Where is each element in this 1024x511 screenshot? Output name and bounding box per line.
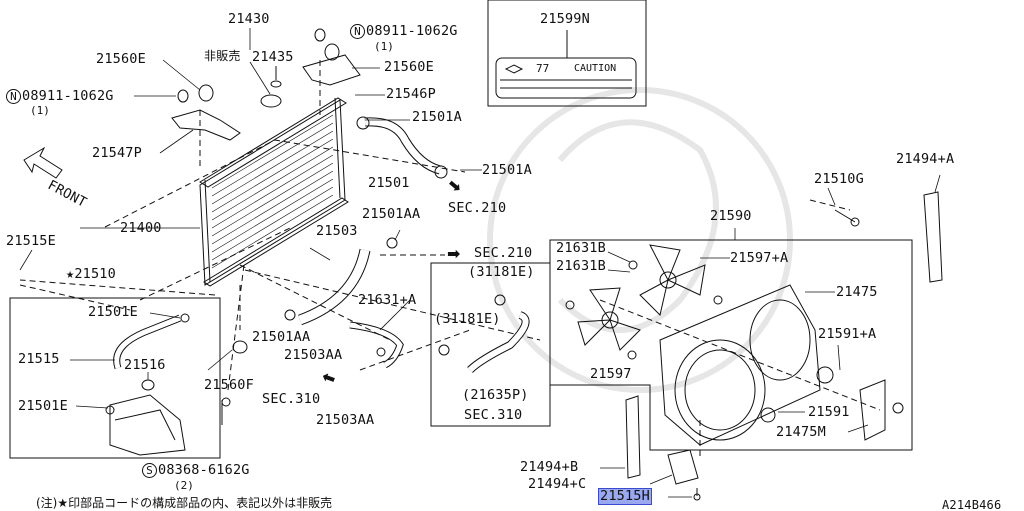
label-21501AA-upper: 21501AA (362, 206, 421, 222)
label-21475: 21475 (836, 284, 878, 300)
label-21435: 21435 (252, 49, 294, 65)
label-21560F: 21560F (204, 377, 254, 393)
label-08911-left-qty: (1) (30, 104, 50, 117)
label-sec210-lower: SEC.210 (474, 245, 533, 261)
label-21560E-left: 21560E (96, 51, 146, 67)
fan-blade-upper (639, 244, 706, 316)
label-sec210-upper: SEC.210 (448, 200, 507, 216)
label-21591A: 21591+A (818, 326, 877, 342)
front-arrow-icon (23, 146, 63, 179)
fan-blade-lower (577, 287, 641, 351)
circle-n-icon: N (6, 89, 21, 104)
label-21516: 21516 (124, 357, 166, 373)
label-21400: 21400 (120, 220, 162, 236)
label-sec310-box: SEC.310 (464, 407, 523, 423)
label-21435-not-for-sale: 非販売 (204, 49, 241, 63)
label-08368-qty: (2) (174, 479, 194, 492)
label-21503AA-lower: 21503AA (316, 412, 375, 428)
label-21631A-mid: 21631+A (358, 292, 417, 308)
label-21515E: 21515E (6, 233, 56, 249)
radiator-core (199, 97, 349, 287)
label-21591: 21591 (808, 404, 850, 420)
label-31181E-lower: (31181E) (434, 311, 501, 327)
label-21494A: 21494+A (896, 151, 955, 167)
fan-shroud-box (549, 239, 913, 451)
label-21510: ★21510 (66, 266, 116, 282)
label-21475M: 21475M (776, 424, 826, 440)
label-21503: 21503 (316, 223, 358, 239)
label-21494B: 21494+B (520, 459, 579, 475)
drawing-code: A214B466 (942, 498, 1002, 511)
caution-label-box (487, 0, 647, 107)
label-21501A-upper: 21501A (412, 109, 462, 125)
label-21503AA-upper: 21503AA (284, 347, 343, 363)
circle-n-icon: N (350, 24, 365, 39)
caution-number: 77 (536, 62, 550, 75)
label-21501: 21501 (368, 175, 410, 191)
label-21590: 21590 (710, 208, 752, 224)
label-21635P: (21635P) (462, 387, 529, 403)
label-21546P: 21546P (386, 86, 436, 102)
label-21599N: 21599N (540, 11, 590, 27)
label-21501E-upper: 21501E (88, 304, 138, 320)
label-21430: 21430 (228, 11, 270, 27)
label-08911-top-qty: (1) (374, 40, 394, 53)
label-sec310-left: SEC.310 (262, 391, 321, 407)
label-21515H-highlighted[interactable]: 21515H (598, 488, 652, 505)
circle-s-icon: S (142, 463, 157, 478)
label-21501E-lower: 21501E (18, 398, 68, 414)
label-21631B-upper: 21631B (556, 240, 606, 256)
label-21597A: 21597+A (730, 250, 789, 266)
footnote: (注)★印部品コードの構成部品の内、表記以外は非販売 (36, 496, 333, 510)
label-21501AA-lower: 21501AA (252, 329, 311, 345)
reservoir-assembly-box (9, 297, 221, 459)
label-21597: 21597 (590, 366, 632, 382)
label-21515: 21515 (18, 351, 60, 367)
label-21510G: 21510G (814, 171, 864, 187)
caution-word: CAUTION (574, 63, 617, 74)
sec210-lower-arrow-icon: ➡ (447, 244, 461, 263)
label-31181E-upper: (31181E) (468, 264, 535, 280)
label-21631B-lower: 21631B (556, 258, 606, 274)
label-21560E-right: 21560E (384, 59, 434, 75)
label-21494C: 21494+C (528, 476, 587, 492)
label-21547P: 21547P (92, 145, 142, 161)
label-21501A-lower: 21501A (482, 162, 532, 178)
